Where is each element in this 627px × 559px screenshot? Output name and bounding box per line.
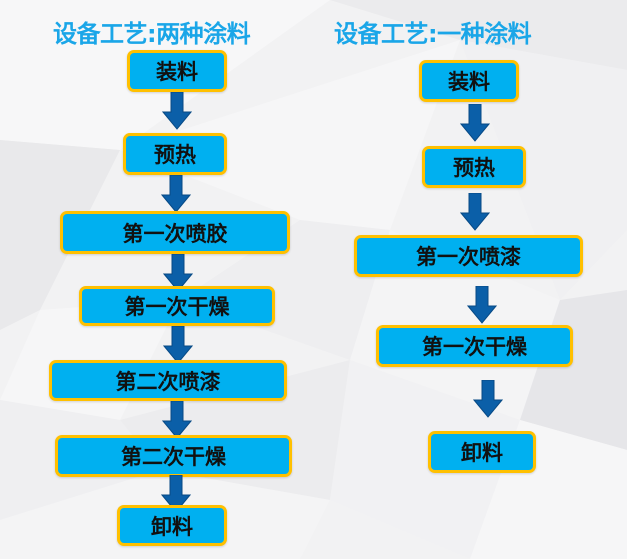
- left-step-preheat: 预热: [123, 133, 227, 175]
- arrow-down-icon: [460, 193, 490, 231]
- arrow-down-icon: [473, 380, 503, 418]
- left-step-first-glue-spray: 第一次喷胶: [60, 211, 290, 254]
- left-title: 设备工艺:两种涂料: [53, 20, 251, 48]
- left-step-load: 装料: [127, 50, 227, 92]
- arrow-down-icon: [161, 475, 191, 513]
- right-step-first-dry: 第一次干燥: [376, 325, 573, 367]
- arrow-down-icon: [163, 254, 193, 292]
- right-step-first-paint-spray: 第一次喷漆: [354, 235, 583, 277]
- left-step-first-dry: 第一次干燥: [79, 286, 275, 326]
- arrow-down-icon: [162, 401, 192, 439]
- left-step-second-dry: 第二次干燥: [55, 435, 292, 477]
- arrow-down-icon: [163, 326, 193, 364]
- arrow-down-icon: [467, 286, 497, 324]
- right-title: 设备工艺:一种涂料: [334, 20, 532, 48]
- right-step-unload: 卸料: [428, 431, 536, 473]
- arrow-down-icon: [161, 175, 191, 213]
- arrow-down-icon: [162, 92, 192, 130]
- left-step-unload: 卸料: [117, 505, 227, 546]
- left-step-second-paint-spray: 第二次喷漆: [49, 360, 287, 401]
- arrow-down-icon: [460, 104, 490, 142]
- right-step-preheat: 预热: [422, 146, 526, 188]
- right-step-load: 装料: [419, 60, 519, 102]
